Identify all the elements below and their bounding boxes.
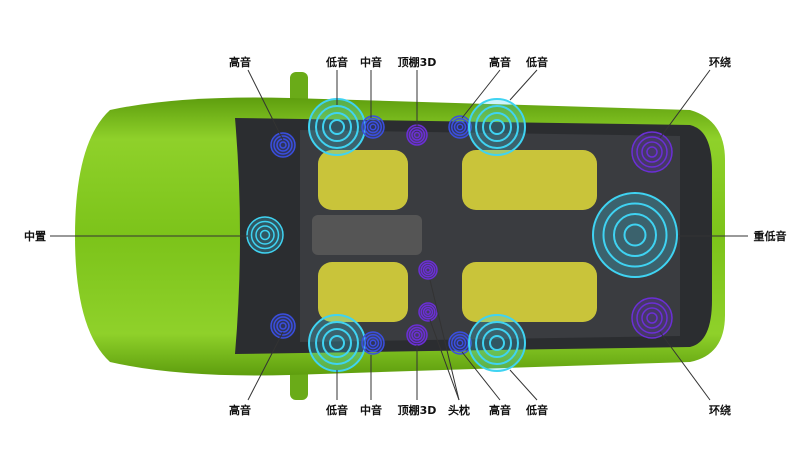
mid-speaker-icon	[361, 331, 385, 355]
mid-speaker-icon	[361, 115, 385, 139]
label-roof-3d-bottom: 顶棚3D	[398, 403, 437, 417]
label-tweeter-front-bottom: 高音	[229, 403, 251, 417]
label-woofer-front-top: 低音	[325, 55, 348, 69]
headrest-speaker-icon	[418, 302, 438, 322]
label-woofer-rear-bottom: 低音	[525, 403, 548, 417]
label-surround-top: 环绕	[709, 55, 731, 69]
car-body	[75, 72, 725, 400]
label-tweeter-rear-top: 高音	[489, 55, 511, 69]
center-speaker-icon	[246, 216, 284, 254]
label-tweeter-rear-bottom: 高音	[489, 403, 511, 417]
label-center: 中置	[24, 229, 46, 243]
leader-lines	[50, 69, 748, 401]
woofer-speaker-icon	[308, 314, 366, 372]
woofer-speaker-icon	[468, 314, 526, 372]
label-roof-3d-top: 顶棚3D	[398, 55, 437, 69]
seats	[312, 150, 597, 322]
subwoofer-speaker-icon	[592, 192, 678, 278]
tweeter-speaker-icon	[270, 132, 296, 158]
label-subwoofer: 重低音	[754, 229, 787, 243]
tweeter-speaker-icon	[270, 313, 296, 339]
label-woofer-rear-top: 低音	[525, 55, 548, 69]
woofer-speaker-icon	[468, 98, 526, 156]
surround-speaker-icon	[631, 131, 673, 173]
labels: 高音 低音 中音 顶棚3D 高音 低音 环绕 中置 重低音 高音 低音 中音 顶…	[24, 55, 787, 417]
roof-3d-speaker-icon	[406, 124, 428, 146]
headrest-speaker-icon	[418, 260, 438, 280]
surround-speaker-icon	[631, 297, 673, 339]
label-surround-bottom: 环绕	[709, 403, 731, 417]
tweeter-speaker-icon	[448, 115, 472, 139]
label-mid-bottom: 中音	[360, 403, 382, 417]
label-tweeter-front-top: 高音	[229, 55, 251, 69]
label-headrest: 头枕	[448, 403, 470, 417]
roof-3d-speaker-icon	[406, 324, 428, 346]
woofer-speaker-icon	[308, 98, 366, 156]
label-woofer-front-bottom: 低音	[325, 403, 348, 417]
tweeter-speaker-icon	[448, 331, 472, 355]
speakers	[246, 98, 678, 372]
label-mid-top: 中音	[360, 55, 382, 69]
